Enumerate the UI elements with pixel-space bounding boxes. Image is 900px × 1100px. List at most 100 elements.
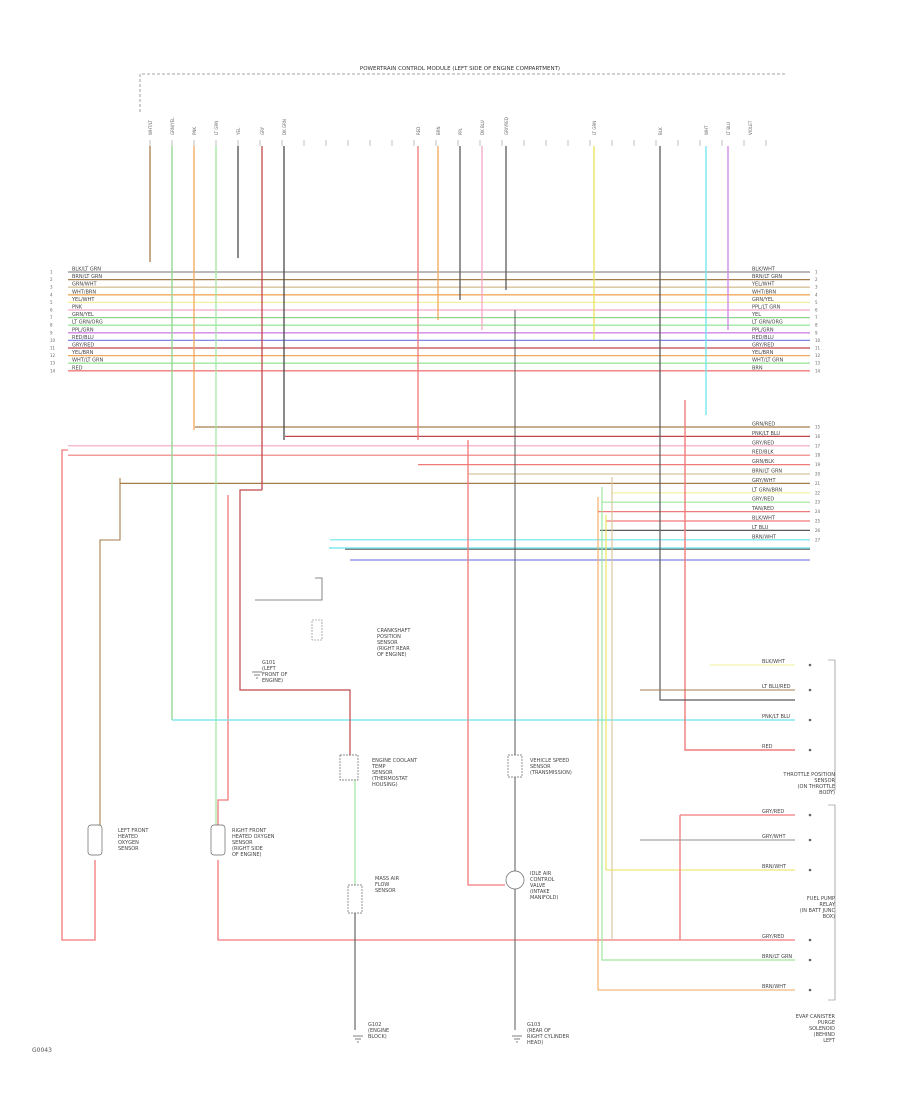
right-bus-label: GRN/RED bbox=[752, 422, 775, 428]
right-bus-pin: 24 bbox=[815, 509, 821, 514]
pcm-outline bbox=[139, 73, 785, 112]
right-bus-label: BLK/WHT bbox=[752, 267, 776, 273]
right-bus-pin: 4 bbox=[815, 292, 818, 297]
right-bus-pin: 22 bbox=[815, 490, 821, 495]
connector-bracket-upper bbox=[828, 659, 836, 791]
left-bus-label: GRN/YEL bbox=[72, 312, 94, 318]
wire-harness bbox=[61, 146, 810, 1030]
right-bus-pin: 8 bbox=[815, 323, 818, 328]
left-bus-label: PNK bbox=[72, 305, 83, 311]
right-connector-wire-label: GRY/WHT bbox=[762, 834, 786, 840]
right-connector-wire-label: BRN/LT GRN bbox=[762, 954, 792, 960]
right-bus-label: PNK/LT BLU bbox=[752, 431, 780, 437]
right-bus-label: BRN/LT GRN bbox=[752, 469, 782, 475]
left-bus-label: GRN/WHT bbox=[72, 282, 97, 288]
left-bus-pin: 10 bbox=[50, 338, 56, 343]
right-bus-pin: 25 bbox=[815, 519, 821, 524]
right-bus-pin: 1 bbox=[815, 270, 818, 275]
left-bus-label: BLK/LT GRN bbox=[72, 267, 101, 273]
left-bus-label: BRN/LT GRN bbox=[72, 274, 102, 280]
right-bus-pin: 6 bbox=[815, 308, 818, 313]
right-bus-pin: 19 bbox=[815, 462, 821, 467]
left-bus-label: LT GRN/ORG bbox=[72, 320, 103, 326]
right-bus-label: BRN/LT GRN bbox=[752, 274, 782, 280]
right-bus-label: TAN/RED bbox=[751, 506, 774, 512]
right-bus-label: GRY/RED bbox=[752, 343, 774, 349]
crank-sensor-box bbox=[311, 619, 323, 641]
right-bus-pin: 26 bbox=[815, 528, 821, 533]
pcm-pin-label: GRY/RED bbox=[504, 117, 509, 135]
pcm-pin-label: GRN/YEL bbox=[170, 117, 175, 135]
right-bus-pin: 17 bbox=[815, 443, 821, 448]
left-bus-pin: 1 bbox=[50, 270, 53, 275]
left-bus-label: GRY/RED bbox=[72, 343, 94, 349]
right-bus-pin: 9 bbox=[815, 330, 818, 335]
pcm-pin-label: BLK bbox=[658, 127, 663, 135]
left-bus-pin: 6 bbox=[50, 308, 53, 313]
pcm-pin-label: LT GRN bbox=[592, 121, 597, 135]
crank-sensor-symbol bbox=[255, 577, 323, 601]
iac-wire bbox=[467, 440, 505, 886]
left-bus-pin: 2 bbox=[50, 277, 53, 282]
connector-pin bbox=[808, 748, 812, 752]
right-bus-pin: 16 bbox=[815, 434, 821, 439]
left-bus-label: RED/BLU bbox=[72, 335, 94, 341]
right-connector-wire-label: PNK/LT BLU bbox=[762, 714, 790, 720]
bottom-power-bus bbox=[217, 860, 795, 941]
figure-id: G0043 bbox=[32, 1047, 52, 1054]
vss-box bbox=[507, 754, 523, 778]
ho2s-right-power bbox=[217, 495, 229, 825]
right-bus-pin: 12 bbox=[815, 353, 821, 358]
left-bus-label: WHT/LT GRN bbox=[72, 358, 104, 364]
connector-pin bbox=[808, 938, 812, 942]
left-bus-pin: 3 bbox=[50, 285, 53, 290]
right-bus-label: YEL bbox=[751, 312, 761, 318]
right-connector-wire-label: RED bbox=[762, 744, 773, 750]
left-bus-pin: 12 bbox=[50, 353, 56, 358]
right-bus-pin: 14 bbox=[815, 368, 821, 373]
green-to-evap bbox=[601, 487, 795, 961]
ect-box bbox=[339, 754, 359, 781]
ho2s-left-box bbox=[87, 824, 103, 856]
right-bus-pin: 15 bbox=[815, 425, 821, 430]
right-bus-label: GRY/RED bbox=[752, 497, 774, 503]
right-bus-label: YEL/WHT bbox=[751, 282, 775, 288]
connector-pin bbox=[808, 958, 812, 962]
right-connector-wire-label: LT BLU/RED bbox=[762, 684, 791, 690]
right-bus-label: YEL/BRN bbox=[751, 350, 774, 356]
connector-pin bbox=[808, 718, 812, 722]
left-bus-label: WHT/BRN bbox=[72, 289, 96, 295]
ho2s-right-box bbox=[210, 824, 226, 856]
right-bus-label: LT BLU bbox=[752, 525, 769, 531]
left-bus-pin: 14 bbox=[50, 368, 56, 373]
yellow-to-fp bbox=[605, 515, 795, 871]
connector-pin bbox=[808, 988, 812, 992]
right-bus-pin: 10 bbox=[815, 338, 821, 343]
right-connector-wire-label: BRN/WHT bbox=[762, 984, 787, 990]
orange-to-evap bbox=[597, 497, 795, 991]
pcm-pin-label: WHT bbox=[704, 125, 709, 135]
pcm-title: POWERTRAIN CONTROL MODULE (LEFT SIDE OF … bbox=[360, 66, 560, 72]
right-bus-label: GRY/RED bbox=[752, 440, 774, 446]
right-connector-wire-label: BRN/WHT bbox=[762, 864, 787, 870]
left-bus-label: YEL/WHT bbox=[71, 297, 95, 303]
right-bus-pin: 7 bbox=[815, 315, 818, 320]
right-bus-pin: 3 bbox=[815, 285, 818, 290]
pcm-module: POWERTRAIN CONTROL MODULE (LEFT SIDE OF … bbox=[139, 66, 785, 146]
cyan-to-right bbox=[329, 547, 810, 549]
right-bus-pin: 27 bbox=[815, 537, 821, 542]
right-bus-pin: 21 bbox=[815, 481, 821, 486]
right-bus-label: RED/BLK bbox=[752, 450, 774, 456]
